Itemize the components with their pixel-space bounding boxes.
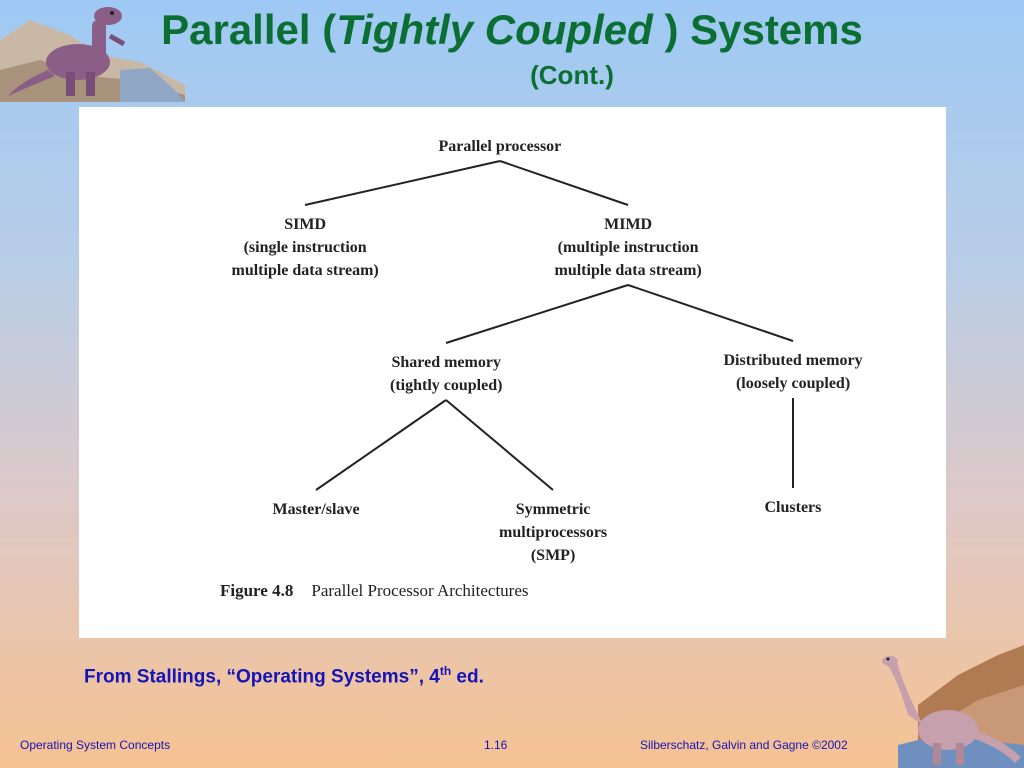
node-simd: SIMD (single instruction multiple data str… (232, 213, 379, 282)
source-sup: th (439, 664, 452, 678)
title-italic: Tightly Coupled (336, 6, 653, 53)
node-clusters-line: Clusters (764, 499, 822, 516)
node-smp: Symmetric multiprocessors (SMP) (499, 498, 607, 567)
title-suffix: ) Systems (664, 6, 863, 53)
source-citation: From Stallings, “Operating Systems”, 4th… (84, 664, 484, 688)
node-mimd-line: multiple data stream) (554, 262, 702, 279)
edge-root-mimd (499, 160, 629, 206)
node-clusters: Clusters (765, 496, 822, 519)
node-smp-line: (SMP) (530, 547, 576, 564)
node-simd-line: SIMD (284, 216, 327, 233)
node-shared: Shared memory (tightly coupled) (390, 351, 502, 397)
edge-mimd-distributed (627, 284, 794, 342)
source-suffix: ed. (451, 666, 484, 688)
figure-caption-number: Figure 4.8 (220, 581, 294, 600)
figure-caption: Figure 4.8 Parallel Processor Architectur… (220, 581, 529, 601)
edge-shared-master (315, 399, 447, 491)
node-root: Parallel processor (439, 135, 562, 158)
node-mimd: MIMD (multiple instruction multiple data s… (555, 213, 702, 282)
dinosaur-top-left-icon (0, 7, 185, 102)
dinosaur-bottom-right-icon (882, 645, 1024, 768)
footer-page-number: 1.16 (484, 738, 508, 752)
node-shared-line: Shared memory (391, 354, 501, 371)
edge-mimd-shared (445, 284, 629, 344)
edge-root-simd (304, 160, 501, 206)
node-distributed-line: Distributed memory (723, 352, 863, 369)
edge-shared-smp (445, 399, 554, 491)
figure-caption-text: Parallel Processor Architectures (311, 581, 529, 600)
node-simd-line: (single instruction (243, 239, 367, 256)
title-prefix: Parallel ( (161, 6, 337, 53)
node-simd-line: multiple data stream) (231, 262, 379, 279)
footer-left: Operating System Concepts (20, 738, 171, 752)
source-prefix: From Stallings, “Operating Systems”, 4 (84, 666, 440, 688)
node-master: Master/slave (273, 498, 360, 521)
node-distributed: Distributed memory (loosely coupled) (724, 349, 863, 395)
footer-right: Silberschatz, Galvin and Gagne ©2002 (640, 738, 848, 752)
node-shared-line: (tightly coupled) (390, 377, 503, 394)
node-master-line: Master/slave (272, 501, 360, 518)
node-smp-line: Symmetric (515, 501, 591, 518)
slide-subtitle: (Cont.) (530, 60, 614, 90)
node-root-line: Parallel processor (438, 138, 562, 155)
diagram-edges (304, 160, 794, 491)
node-distributed-line: (loosely coupled) (735, 375, 851, 392)
slide-title: Parallel (Tightly Coupled ) Systems (0, 4, 1024, 56)
node-mimd-line: MIMD (604, 216, 653, 233)
node-smp-line: multiprocessors (499, 524, 608, 541)
node-mimd-line: (multiple instruction (557, 239, 699, 256)
